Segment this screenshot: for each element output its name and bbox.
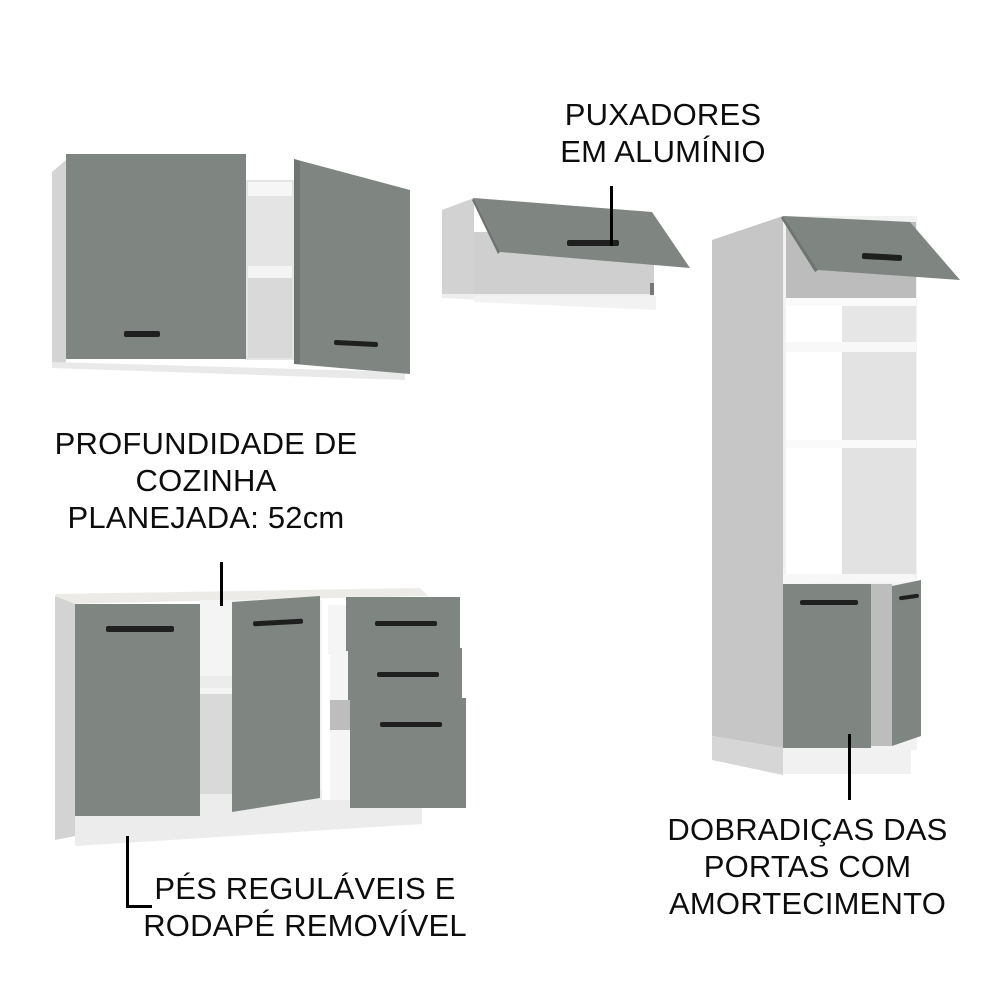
upper-two-door-cabinet: [52, 154, 410, 380]
door: [75, 604, 200, 816]
handle: [106, 626, 174, 632]
handle: [253, 618, 304, 627]
door-open: [232, 596, 320, 812]
drawer-front: [350, 698, 466, 808]
callout-handles-line-2: EM ALUMÍNIO: [560, 134, 766, 169]
callout-hinges-line-3: AMORTECIMENTO: [668, 886, 947, 921]
flap-door: [783, 216, 960, 280]
callout-feet: PÉS REGULÁVEIS E RODAPÉ REMOVÍVEL: [140, 870, 470, 944]
callout-handles-line-1: PUXADORES: [564, 97, 762, 132]
door-open: [892, 580, 921, 746]
handle: [380, 722, 442, 727]
handle: [800, 600, 858, 605]
callout-handles: PUXADORES EM ALUMÍNIO: [548, 96, 778, 170]
handle: [861, 253, 903, 261]
door: [783, 584, 871, 748]
callout-depth-line-3: PLANEJADA: 52cm: [67, 500, 345, 535]
callout-feet-line-2: RODAPÉ REMOVÍVEL: [143, 908, 467, 943]
flap-door: [474, 198, 690, 268]
handle: [124, 331, 160, 337]
handle: [567, 240, 619, 246]
callout-feet-line-1: PÉS REGULÁVEIS E: [154, 871, 456, 906]
handle: [377, 672, 439, 677]
handle: [333, 339, 378, 348]
upper-flip-cabinet: [442, 198, 690, 310]
handle: [899, 593, 919, 601]
door: [66, 154, 246, 359]
callout-depth-line-1: PROFUNDIDADE DE: [54, 426, 358, 461]
callout-hinges: DOBRADIÇAS DAS PORTAS COM AMORTECIMENTO: [655, 811, 960, 922]
base-cabinet: [55, 562, 466, 908]
tall-cabinet: [712, 216, 960, 800]
callout-hinges-line-2: PORTAS COM: [703, 849, 912, 884]
callout-depth-line-2: COZINHA: [135, 463, 277, 498]
handle: [375, 621, 437, 626]
callout-hinges-line-1: DOBRADIÇAS DAS: [667, 812, 948, 847]
callout-depth: PROFUNDIDADE DE COZINHA PLANEJADA: 52cm: [46, 425, 366, 536]
door-open: [294, 159, 410, 374]
